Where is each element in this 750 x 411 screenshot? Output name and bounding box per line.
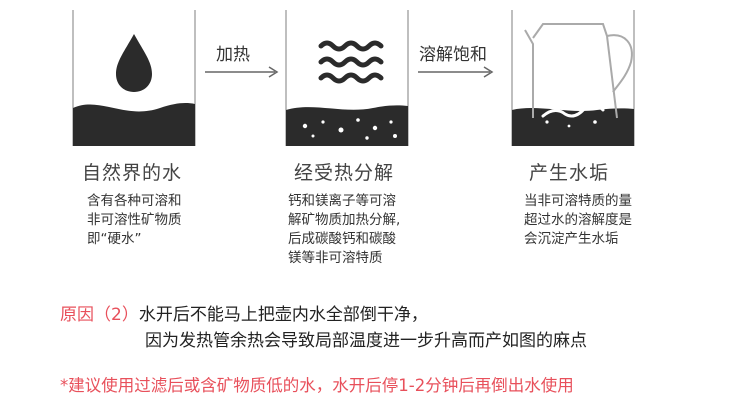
stage-2-illustration xyxy=(285,10,409,146)
arrow-label-saturation: 溶解饱和 xyxy=(419,45,487,65)
description-line: 当非可溶特质的量 xyxy=(524,193,632,209)
description-line: 解矿物质加热分解, xyxy=(288,212,401,228)
arrow-label-heat: 加热 xyxy=(216,45,250,65)
reason-text: 水开后不能马上把壶内水全部倒干净， xyxy=(138,305,428,325)
description-line: 含有各种可溶和 xyxy=(87,193,182,209)
stage-1-title: 自然界的水 xyxy=(82,162,183,184)
stage-3-illustration xyxy=(511,10,635,146)
reason-line-1: 原因（2）水开后不能马上把壶内水全部倒干净， xyxy=(60,300,428,325)
usage-note: *建议使用过滤后或含矿物质低的水，水开后停1-2分钟后再倒出水使用 xyxy=(60,376,574,395)
stage-1-illustration xyxy=(72,10,196,146)
description-line: 非可溶性矿物质 xyxy=(87,212,182,228)
right-arrow-icon xyxy=(418,66,494,78)
stage-3-description: 当非可溶特质的量 超过水的溶解度是 会沉淀产生水垢 xyxy=(524,192,632,249)
heat-waves-icon xyxy=(318,40,384,84)
kettle-icon xyxy=(524,23,633,119)
water-drop-icon xyxy=(116,34,152,92)
stage-2-description: 钙和镁离子等可溶 解矿物质加热分解, 后成碳酸钙和碳酸 镁等非可溶特质 xyxy=(288,192,400,268)
description-line: 后成碳酸钙和碳酸 xyxy=(288,231,396,247)
reason-prefix: 原因（2） xyxy=(60,305,139,325)
stage-2-title: 经受热分解 xyxy=(294,162,395,184)
description-line: 镁等非可溶特质 xyxy=(288,250,383,266)
stage-3-title: 产生水垢 xyxy=(529,162,610,184)
stage-1-description: 含有各种可溶和 非可溶性矿物质 即“硬水” xyxy=(87,192,182,249)
description-line: 超过水的溶解度是 xyxy=(524,212,632,228)
description-line: 会沉淀产生水垢 xyxy=(524,231,619,247)
description-line: 钙和镁离子等可溶 xyxy=(288,193,396,209)
description-line: 即“硬水” xyxy=(87,231,142,247)
right-arrow-icon xyxy=(205,66,279,78)
reason-line-2: 因为发热管余热会导致局部温度进一步升高而产如图的麻点 xyxy=(145,331,587,351)
